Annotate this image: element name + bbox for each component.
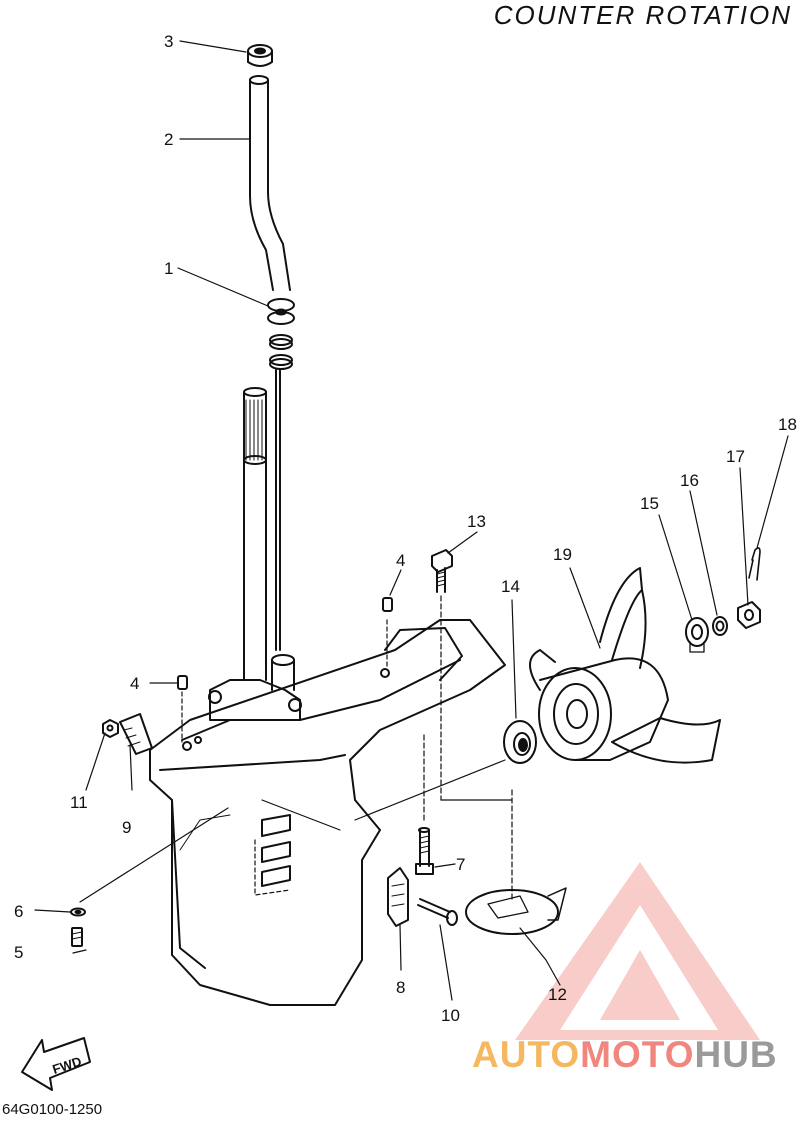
callout-12: 12 — [548, 985, 567, 1004]
part-9-anode — [119, 713, 153, 755]
callout-9: 9 — [122, 818, 131, 837]
callout-4-upper: 4 — [396, 551, 405, 570]
callout-4-lower: 4 — [130, 674, 139, 693]
callout-7: 7 — [456, 855, 465, 874]
drive-shaft — [243, 387, 267, 681]
callout-11: 11 — [70, 793, 88, 812]
callout-17: 17 — [726, 447, 745, 466]
part-8-trim-tab — [387, 867, 409, 927]
diagram-heading: COUNTER ROTATION — [493, 0, 792, 30]
part-11-nut — [102, 719, 119, 738]
callout-10: 10 — [441, 1006, 460, 1025]
part-6-washer — [70, 907, 86, 917]
callout-13: 13 — [467, 512, 486, 531]
lower-unit-casing — [149, 619, 506, 1006]
part-4-pin-upper — [382, 597, 393, 669]
part-10-bolt — [417, 898, 458, 926]
part-7-bolt — [415, 734, 434, 875]
callout-15: 15 — [640, 494, 659, 513]
callout-3: 3 — [164, 32, 173, 51]
watermark-part-hub: HUB — [694, 1034, 778, 1075]
callout-numbers: 3 2 1 4 4 5 6 7 8 9 10 11 12 13 14 15 16… — [14, 32, 797, 1025]
part-1-grommets — [267, 298, 295, 651]
callout-18: 18 — [778, 415, 797, 434]
part-14-thrust-washer — [503, 720, 537, 764]
callout-1: 1 — [164, 259, 173, 278]
watermark-part-moto: MOTO — [580, 1034, 695, 1075]
part-18-cotter-pin — [748, 547, 761, 581]
watermark-part-auto: AUTO — [472, 1034, 581, 1075]
part-13-bolt — [431, 549, 453, 801]
leader-lines — [34, 40, 789, 1001]
part-19-propeller — [529, 567, 721, 764]
callout-14: 14 — [501, 577, 520, 596]
watermark-logo — [515, 862, 760, 1040]
callout-6: 6 — [14, 902, 23, 921]
part-16-washer — [712, 616, 728, 636]
part-2-water-tube — [249, 75, 291, 291]
drawing-number: 64G0100-1250 — [2, 1101, 103, 1118]
part-4-pin-lower — [177, 675, 188, 743]
fwd-arrow-icon: FWD — [21, 1037, 91, 1091]
part-5-screw — [71, 927, 83, 947]
part-3-cap — [247, 44, 273, 67]
part-15-spacer — [685, 617, 709, 653]
callout-5: 5 — [14, 943, 23, 962]
callout-16: 16 — [680, 471, 699, 490]
callout-8: 8 — [396, 978, 405, 997]
callout-19: 19 — [553, 545, 572, 564]
callout-2: 2 — [164, 130, 173, 149]
part-12-anode-plate — [465, 887, 567, 935]
watermark-text: AUTOMOTOHUB — [472, 1034, 778, 1076]
part-17-nut — [737, 601, 761, 629]
